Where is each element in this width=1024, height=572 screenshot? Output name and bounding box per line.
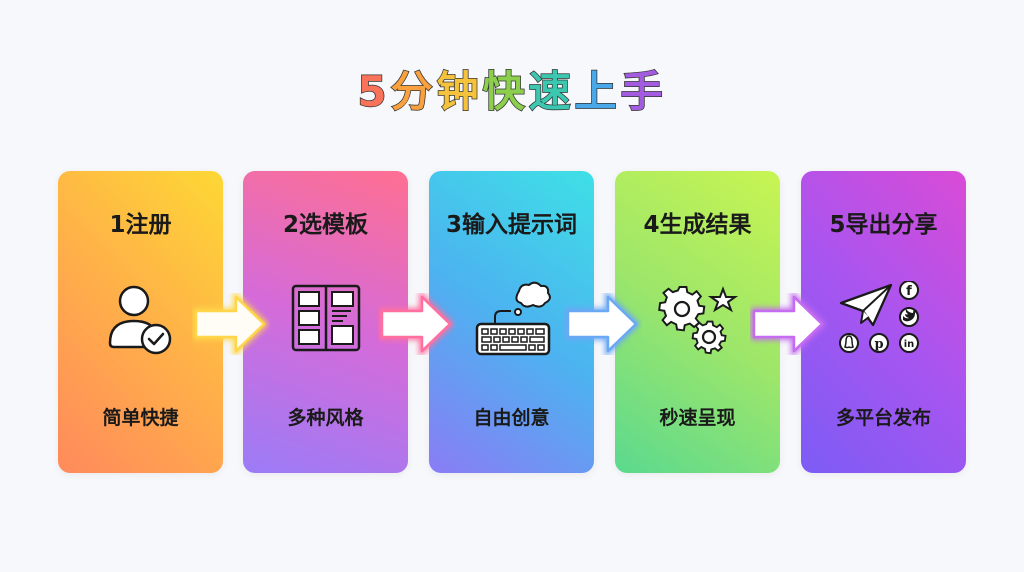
svg-text:in: in xyxy=(903,339,914,350)
step-title: 1注册 xyxy=(109,212,172,238)
step-subtitle: 多种风格 xyxy=(287,407,364,429)
paper-plane-social-icon: f p in xyxy=(838,281,919,353)
title-char: 上 xyxy=(574,66,621,117)
title-char: 5 xyxy=(357,66,391,117)
step-card-template: 2选模板 多种风格 xyxy=(243,171,408,473)
step-subtitle: 多平台发布 xyxy=(835,407,931,429)
step-title: 2选模板 xyxy=(282,212,368,238)
title-char: 快 xyxy=(482,66,529,117)
step-title: 5导出分享 xyxy=(829,212,938,238)
title-char: 速 xyxy=(528,66,575,117)
svg-text:f: f xyxy=(906,284,912,299)
user-check-icon xyxy=(108,285,171,355)
arrow-right-icon xyxy=(565,293,641,355)
title-char: 手 xyxy=(620,66,667,117)
step-card-export: 5导出分享 f p in 多平台发布 xyxy=(801,171,966,473)
template-layout-icon xyxy=(291,284,360,352)
arrow-right-icon xyxy=(379,293,455,355)
step-title: 3输入提示词 xyxy=(445,212,577,238)
step-title: 4生成结果 xyxy=(643,212,752,238)
step-subtitle: 自由创意 xyxy=(473,407,550,429)
paper-plane-icon xyxy=(839,283,892,327)
keyboard-thought-icon xyxy=(475,281,551,356)
arrow-right-icon xyxy=(751,293,827,355)
gears-star-icon xyxy=(657,286,738,355)
arrow-right-icon xyxy=(193,293,269,355)
page-title: 5分钟快速上手 xyxy=(0,58,1024,119)
title-char: 钟 xyxy=(436,66,483,117)
title-char: 分 xyxy=(390,66,437,117)
svg-text:p: p xyxy=(874,337,883,352)
step-subtitle: 简单快捷 xyxy=(102,407,179,429)
step-subtitle: 秒速呈现 xyxy=(659,407,736,429)
